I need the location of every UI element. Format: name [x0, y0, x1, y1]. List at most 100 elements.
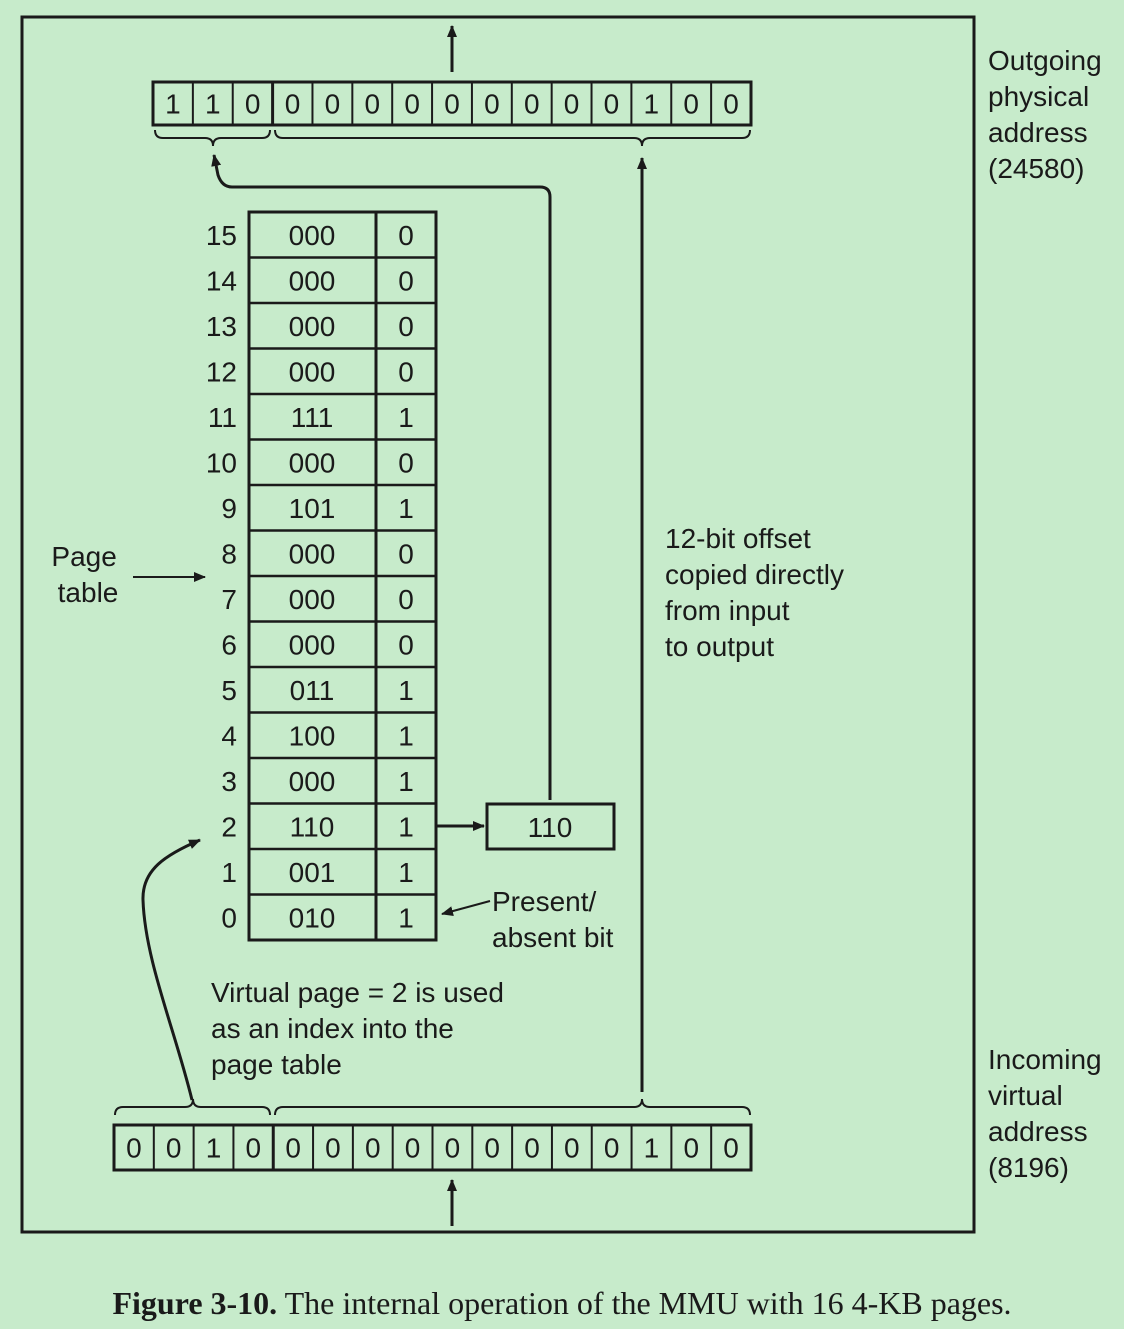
offset-bits-brace [274, 129, 751, 147]
page-table-label: Page table [51, 541, 124, 608]
outgoing-bit: 0 [285, 89, 301, 120]
incoming-bit: 0 [285, 1133, 301, 1164]
page-index: 11 [208, 402, 237, 433]
incoming-bit: 0 [126, 1133, 142, 1164]
page-frame: 000 [289, 766, 336, 797]
index-arrow [141, 838, 201, 1101]
offset-annotation: 12-bit offset copied directly from input… [665, 523, 852, 662]
page-bits-brace [114, 1098, 271, 1116]
figure-caption: Figure 3-10. The internal operation of t… [0, 1285, 1124, 1322]
page-frame: 000 [289, 584, 336, 615]
page-frame: 001 [289, 857, 336, 888]
present-bit: 0 [398, 356, 414, 387]
incoming-bit: 0 [246, 1133, 262, 1164]
page-index: 2 [221, 811, 237, 842]
incoming-label: Incoming virtual address (8196) [988, 1044, 1109, 1183]
page-table-row: 5 011 1 [221, 675, 413, 706]
page-frame: 110 [290, 811, 335, 842]
page-index: 12 [206, 356, 237, 387]
present-bit: 0 [398, 584, 414, 615]
outgoing-bit: 0 [325, 89, 341, 120]
incoming-bit: 0 [683, 1133, 699, 1164]
page-frame: 000 [289, 356, 336, 387]
incoming-bit: 0 [524, 1133, 540, 1164]
page-frame: 000 [289, 447, 336, 478]
page-frame: 101 [289, 493, 336, 524]
present-bit: 1 [398, 720, 414, 751]
page-frame: 000 [289, 220, 336, 251]
page-frame: 000 [289, 629, 336, 660]
outgoing-bit: 1 [644, 89, 660, 120]
incoming-bit: 0 [564, 1133, 580, 1164]
page-index: 3 [221, 766, 237, 797]
outgoing-bit: 0 [564, 89, 580, 120]
incoming-bit: 0 [723, 1133, 739, 1164]
present-bit: 1 [398, 902, 414, 933]
incoming-bit: 1 [644, 1133, 660, 1164]
present-bit: 0 [398, 629, 414, 660]
page-index: 8 [221, 538, 237, 569]
page-index: 1 [221, 857, 237, 888]
present-bit-arrow [441, 900, 491, 916]
present-bit: 1 [398, 675, 414, 706]
incoming-bit: 0 [484, 1133, 500, 1164]
present-bit: 1 [398, 766, 414, 797]
outgoing-bit: 1 [205, 89, 221, 120]
page-frame: 000 [289, 311, 336, 342]
outgoing-label: Outgoing physical address (24580) [988, 45, 1109, 184]
frame-number-value: 110 [528, 812, 573, 843]
page-index: 10 [206, 447, 237, 478]
page-index: 13 [206, 311, 237, 342]
page-table-row: 4 100 1 [221, 720, 413, 751]
page-index: 0 [221, 902, 237, 933]
present-bit: 1 [398, 811, 414, 842]
figure-caption-text: The internal operation of the MMU with 1… [284, 1285, 1012, 1321]
outgoing-bit: 0 [444, 89, 460, 120]
page-frame: 100 [289, 720, 336, 751]
present-bit: 0 [398, 311, 414, 342]
frame-number-box [485, 802, 616, 851]
present-bit: 0 [398, 265, 414, 296]
incoming-bit: 0 [445, 1133, 461, 1164]
figure-label: Figure 3-10. [112, 1285, 278, 1321]
outgoing-bit: 0 [683, 89, 699, 120]
outgoing-bit: 0 [524, 89, 540, 120]
page-frame: 000 [289, 265, 336, 296]
incoming-bit: 0 [325, 1133, 341, 1164]
outgoing-bit: 0 [245, 89, 261, 120]
present-bit: 0 [398, 447, 414, 478]
page-index: 9 [221, 493, 237, 524]
page-table-row: 1 001 1 [221, 857, 413, 888]
present-bit: 0 [398, 220, 414, 251]
incoming-bit: 1 [206, 1133, 222, 1164]
page-table-row: 3 000 1 [221, 766, 413, 797]
page-index: 4 [221, 720, 237, 751]
page-index: 5 [221, 675, 237, 706]
outgoing-bit: 0 [404, 89, 420, 120]
incoming-offset-brace [274, 1098, 751, 1116]
page-frame: 111 [291, 402, 334, 433]
frame-bits-brace [154, 129, 271, 147]
page-table-row: 2 110 1 [221, 811, 413, 842]
present-bit: 1 [398, 402, 414, 433]
outgoing-bit: 0 [364, 89, 380, 120]
mmu-frame [20, 15, 976, 1234]
outgoing-bit: 1 [165, 89, 181, 120]
page-index: 15 [206, 220, 237, 251]
outgoing-bit: 0 [723, 89, 739, 120]
page-frame: 000 [289, 538, 336, 569]
page-frame: 011 [290, 675, 335, 706]
present-bit: 1 [398, 857, 414, 888]
